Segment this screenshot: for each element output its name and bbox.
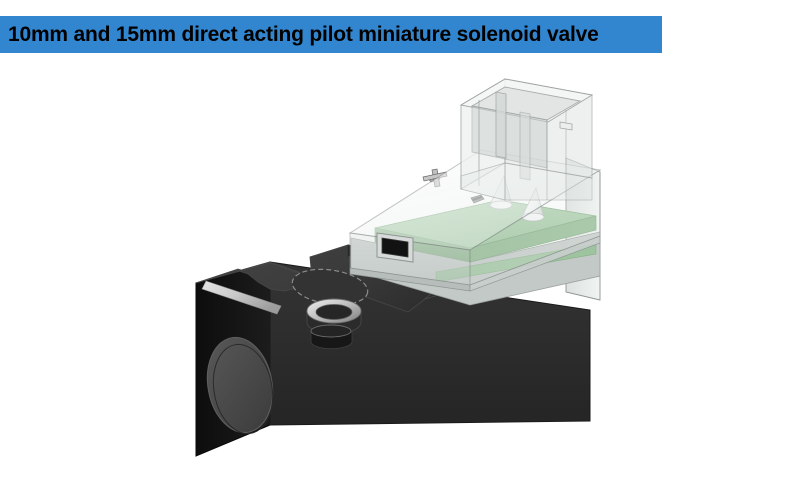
- connector-latch-notch: [559, 121, 573, 131]
- connector-divider-rib: [495, 91, 507, 159]
- pcb-component-black: [376, 232, 414, 263]
- port-circle-inner-shadow: [212, 343, 274, 435]
- edge-highlight-strip: [201, 280, 282, 315]
- connector-skirt-front: [504, 162, 593, 201]
- connector-divider-rib-2: [519, 111, 531, 181]
- connector-housing-group: [459, 78, 594, 201]
- coil-housing-group: [348, 149, 602, 306]
- top-boss-bore: [315, 304, 353, 320]
- boss-under-slot-rim: [310, 324, 352, 338]
- title-banner: 10mm and 15mm direct acting pilot miniat…: [0, 16, 662, 53]
- coil-housing-lip-right: [469, 235, 601, 292]
- banner-title-text: 10mm and 15mm direct acting pilot miniat…: [8, 23, 599, 46]
- port-circle: [206, 336, 274, 434]
- connector-skirt-left: [460, 162, 506, 201]
